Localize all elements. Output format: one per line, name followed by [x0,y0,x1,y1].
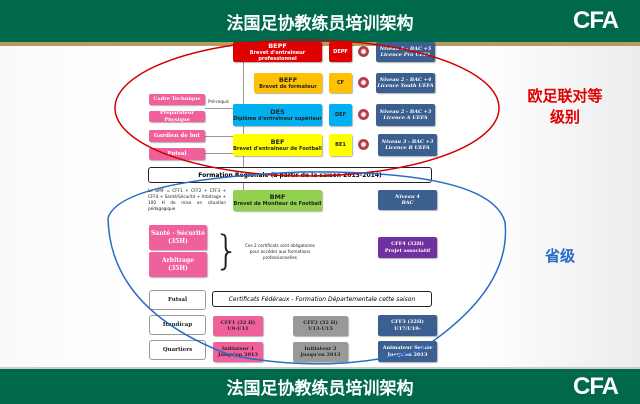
quartiers-box: Quartiers [149,340,206,360]
def-box: DEF [329,104,352,126]
prerequis-label: Pré-requis [208,99,230,104]
uefa-logo-icon [358,139,369,150]
provincial-label: 省级 [544,247,575,265]
connector [205,153,233,154]
specialty-box: Futsal [149,148,205,160]
arbitrage-box: Arbitrage(35H) [149,252,207,277]
connector [205,108,233,109]
futsal-box: Futsal [149,290,206,310]
cfa-logo: CFA [573,372,619,400]
connector [243,183,244,191]
cfa-logo: CFA [573,7,619,34]
departmental-title: Certificats Fédéraux - Formation Départe… [212,291,432,307]
bmf-note: Le BMF = CFF1 + CFF2 + CFF3 + CFF4 + San… [148,188,226,211]
specialty-box: Préparateur Physique [149,110,205,123]
header-banner: 法国足协教练员培训架构 CFA [0,0,640,42]
uefa-equivalent-label: 欧足联对等级别 [527,87,603,126]
red-ellipse [114,39,500,177]
uefa-logo-icon [358,77,369,88]
regional-title: Formation Régionale (à partir de la sais… [148,167,432,183]
cert-note: Ces 2 certificats sont obligatoires pour… [245,243,315,260]
footer-banner: 法国足协教练员培训架构 CFA [0,367,640,404]
sante-box: Santé - Sécurité(35H) [149,225,207,250]
uefa-logo-icon [358,46,369,57]
blue-ellipse [107,171,507,365]
header-title: 法国足协教练员培训架构 [226,13,414,34]
cff4-box: CFF4 (32H)Projet associatif [378,237,437,258]
specialty-box: Gardien de but [149,130,205,142]
be1-box: BE1 [329,134,352,156]
connector [205,136,233,137]
cff3-box: CFF3 (32H)U17/U19- [378,315,437,336]
depf-box: DEPF [329,42,352,62]
footer-title: 法国足协教练员培训架构 [226,379,414,399]
uefa-logo-icon [358,109,369,120]
cff2-box: CFF2 (32 H)U13-U15 [293,316,348,336]
cff1-box: CFF1 (32 H)U9-U11 [213,316,263,336]
brace: } [214,228,240,274]
cf-box: CF [329,73,352,93]
specialty-box: Cadre Technique [149,94,205,105]
